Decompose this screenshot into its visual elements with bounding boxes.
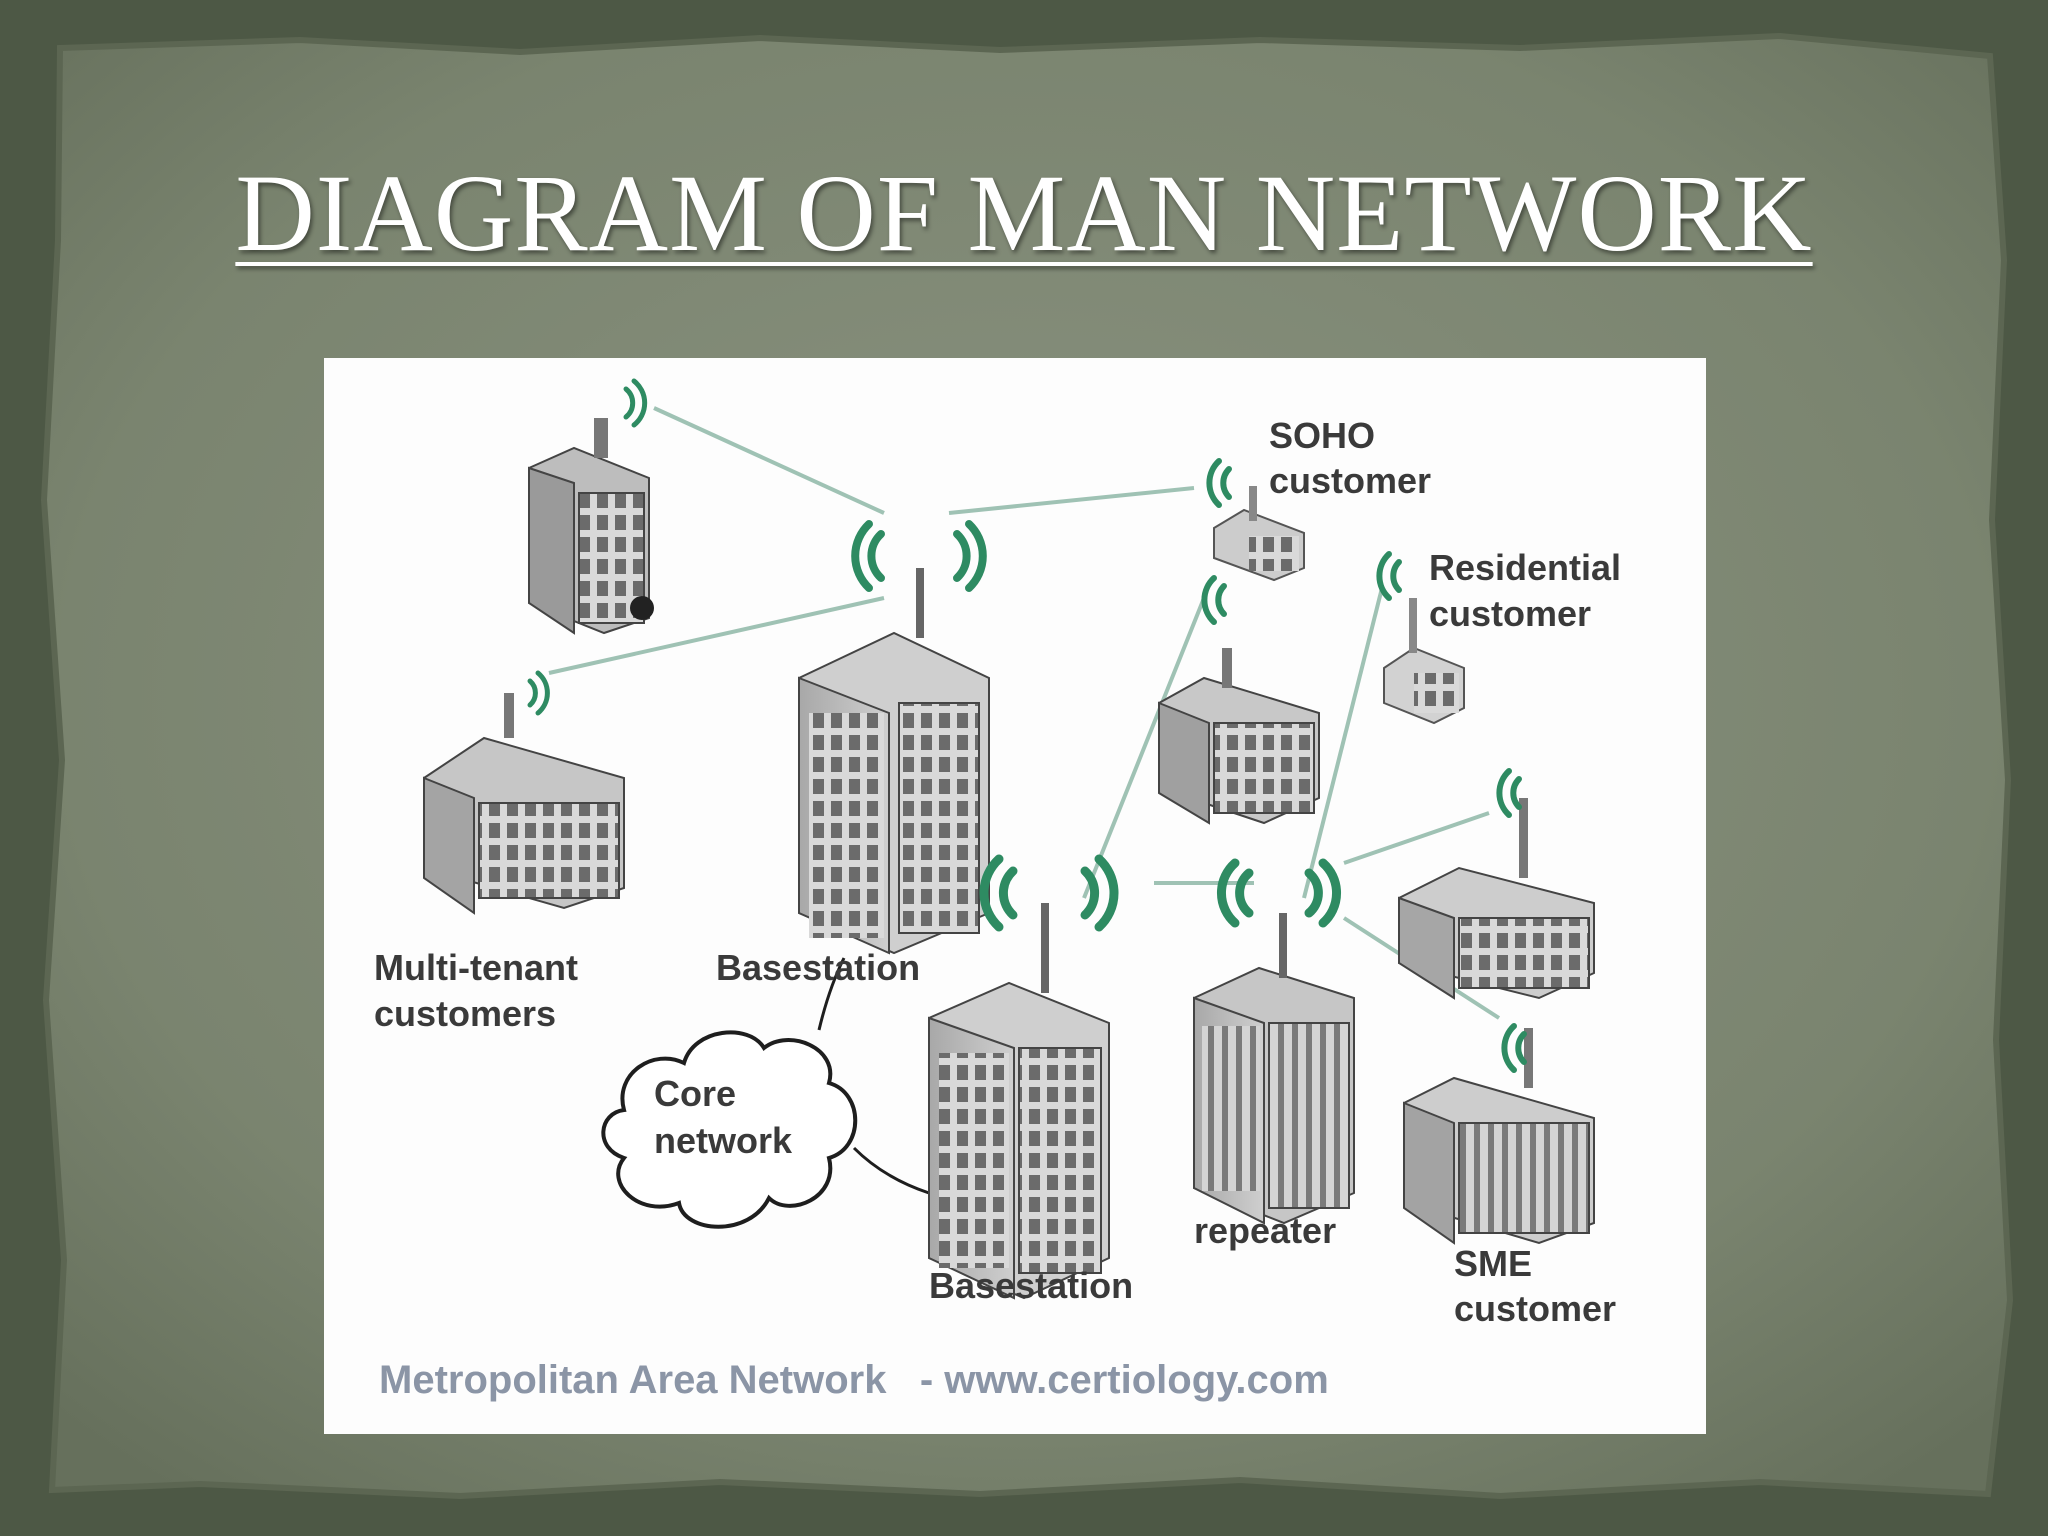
signal-icons — [527, 378, 1527, 1073]
core-links — [817, 957, 930, 1195]
building-repeater — [1193, 913, 1355, 1225]
label-basestation-top: Basestation — [716, 947, 920, 988]
link-residential — [1302, 587, 1384, 899]
label-core-2: network — [654, 1120, 793, 1161]
building-soho — [1213, 486, 1305, 582]
link-mid-building — [1082, 597, 1206, 899]
link-top-building — [653, 406, 885, 515]
wireless-signal-icon — [851, 520, 987, 592]
link-right-building — [1343, 811, 1490, 865]
building-residential — [1383, 598, 1465, 725]
wireless-signal-icon — [1206, 458, 1232, 508]
building-sme — [1403, 1028, 1595, 1245]
core-network-cloud — [601, 1030, 858, 1229]
link-multitenant — [548, 596, 885, 675]
wireless-signal-icon — [1217, 858, 1341, 928]
diagram-caption: Metropolitan Area Network - www.certiolo… — [379, 1358, 1329, 1402]
wireless-signal-icon — [1376, 551, 1402, 601]
man-network-diagram: SOHO customer Residential customer Multi… — [324, 358, 1706, 1434]
label-basestation-bottom: Basestation — [929, 1265, 1133, 1306]
label-core-1: Core — [654, 1073, 736, 1114]
label-sme-1: SME — [1454, 1243, 1532, 1284]
wireless-signal-icon — [527, 670, 550, 716]
label-multitenant-2: customers — [374, 993, 556, 1034]
building-basestation-top — [798, 568, 990, 955]
building-multitenant — [423, 693, 625, 915]
wireless-signal-icon — [979, 854, 1119, 932]
slide-title: DIAGRAM OF MAN NETWORK — [235, 152, 1813, 274]
building-right-factory — [1398, 798, 1595, 1000]
label-multitenant-1: Multi-tenant — [374, 947, 578, 988]
building-basestation-bottom — [928, 903, 1110, 1300]
wireless-signal-icon — [623, 378, 648, 428]
label-residential-2: customer — [1429, 593, 1591, 634]
diagram-canvas: SOHO customer Residential customer Multi… — [374, 378, 1621, 1402]
label-soho-2: customer — [1269, 460, 1431, 501]
wireless-signal-icon — [1501, 1023, 1527, 1073]
label-repeater: repeater — [1194, 1210, 1336, 1251]
link-soho — [948, 486, 1195, 515]
label-sme-2: customer — [1454, 1288, 1616, 1329]
building-mid — [1158, 648, 1320, 825]
wireless-signal-icon — [1201, 575, 1227, 625]
label-soho-1: SOHO — [1269, 415, 1375, 456]
building-top-left — [528, 418, 654, 635]
wireless-signal-icon — [1496, 768, 1522, 818]
label-residential-1: Residential — [1429, 547, 1621, 588]
